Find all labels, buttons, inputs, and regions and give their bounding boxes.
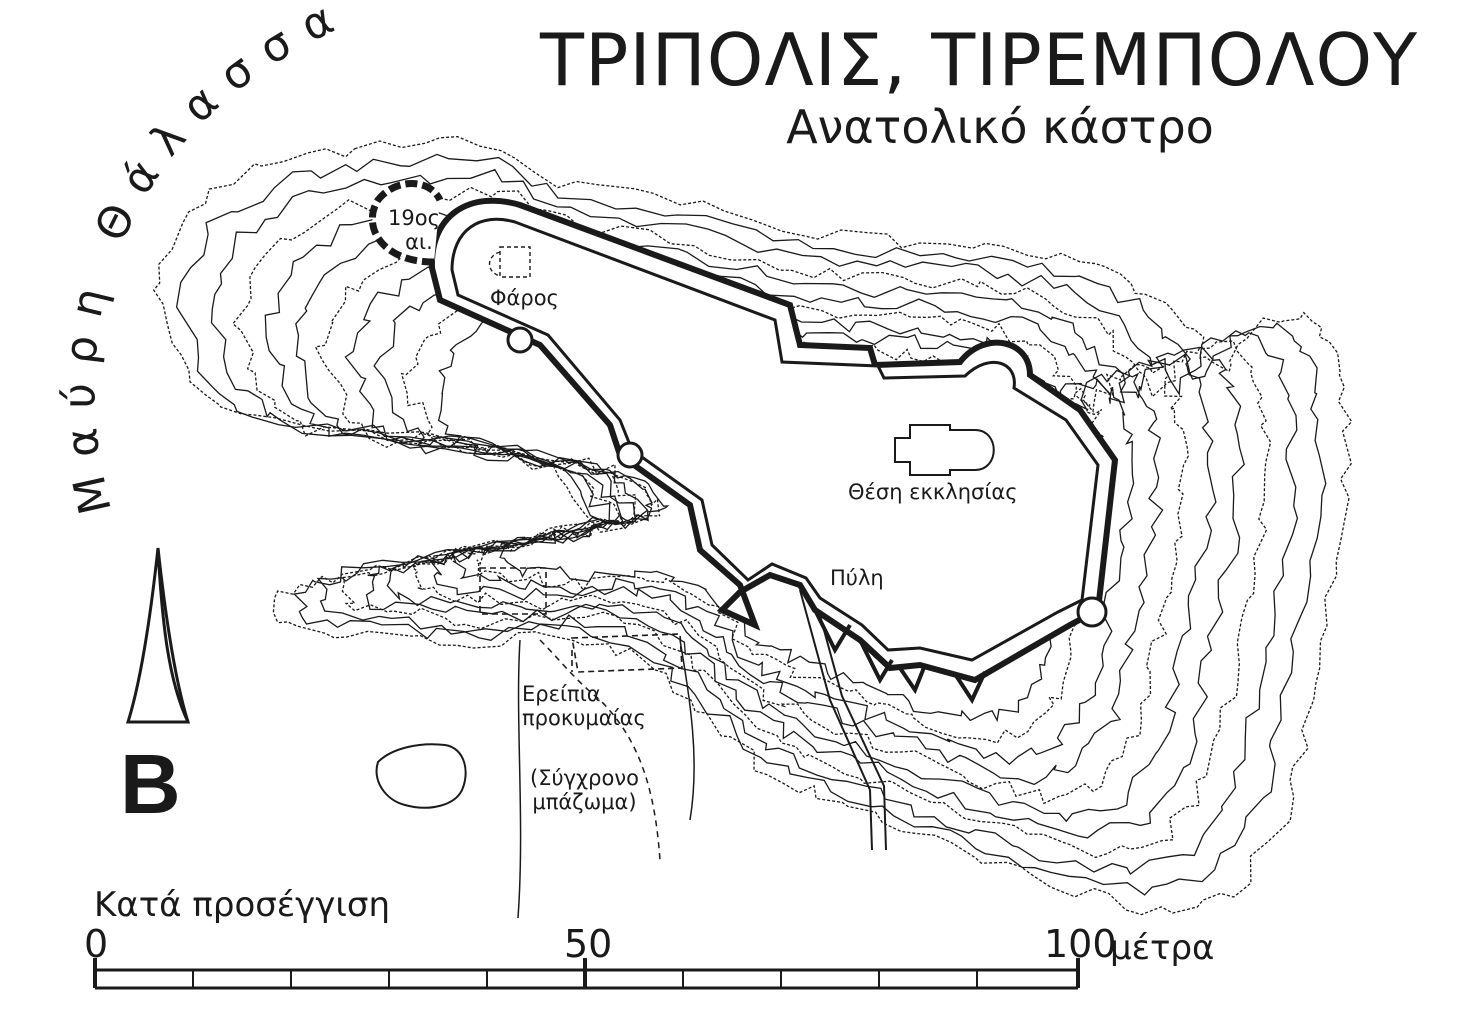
castle-walls [368,180,1119,705]
sea-label: Μαύρη Θάλασσα [54,0,357,519]
label-modern-fill-line2: μπάζωμα) [532,790,637,814]
label-lighthouse: Φάρος [490,286,559,310]
inner-wall [450,217,1100,662]
pier-ruins [479,567,683,673]
contour-line [175,153,1327,896]
contour-line [231,186,1272,859]
map-title: ΤΡΙΠΟΛΙΣ, ΤΙΡΕΜΠΟΛΟΥ [540,18,1419,102]
contour-line [400,282,1106,744]
map-subtitle: Ανατολικό κάστρο [786,100,1214,154]
contour-lines [152,135,1353,916]
label-gate: Πύλη [830,566,884,590]
offshore-rock [375,743,467,809]
scale-unit: μέτρα [1110,928,1215,968]
scale-bar [93,958,1080,990]
modern-fill-lines [517,639,695,919]
scale-tick-100: 100 [1044,922,1117,966]
church-plan [894,424,995,476]
access-road [799,585,887,851]
label-pier-ruins-line1: Ερείπια [522,682,601,706]
scale-tick-50: 50 [564,922,613,966]
lighthouse-marker [488,246,531,278]
contour-line [295,216,1217,823]
label-pier-ruins: Ερείπια προκυμαίας [522,682,646,730]
bastion-19c [368,180,444,266]
label-19th-century-line2: αι. [405,230,433,254]
north-arrow-icon [125,547,191,724]
label-19th-century-line1: 19ος [388,206,440,230]
label-church-site: Θέση εκκλησίας [848,480,1018,504]
label-modern-fill: (Σύγχρονο μπάζωμα) [530,766,639,814]
label-modern-fill-line1: (Σύγχρονο [530,766,639,790]
north-label: B [120,737,181,831]
label-19th-century: 19ος αι. [388,206,440,254]
contour-line [152,135,1353,916]
scale-approx-note: Κατά προσέγγιση [94,885,391,925]
scale-tick-0: 0 [84,922,109,966]
label-pier-ruins-line2: προκυμαίας [522,706,646,730]
